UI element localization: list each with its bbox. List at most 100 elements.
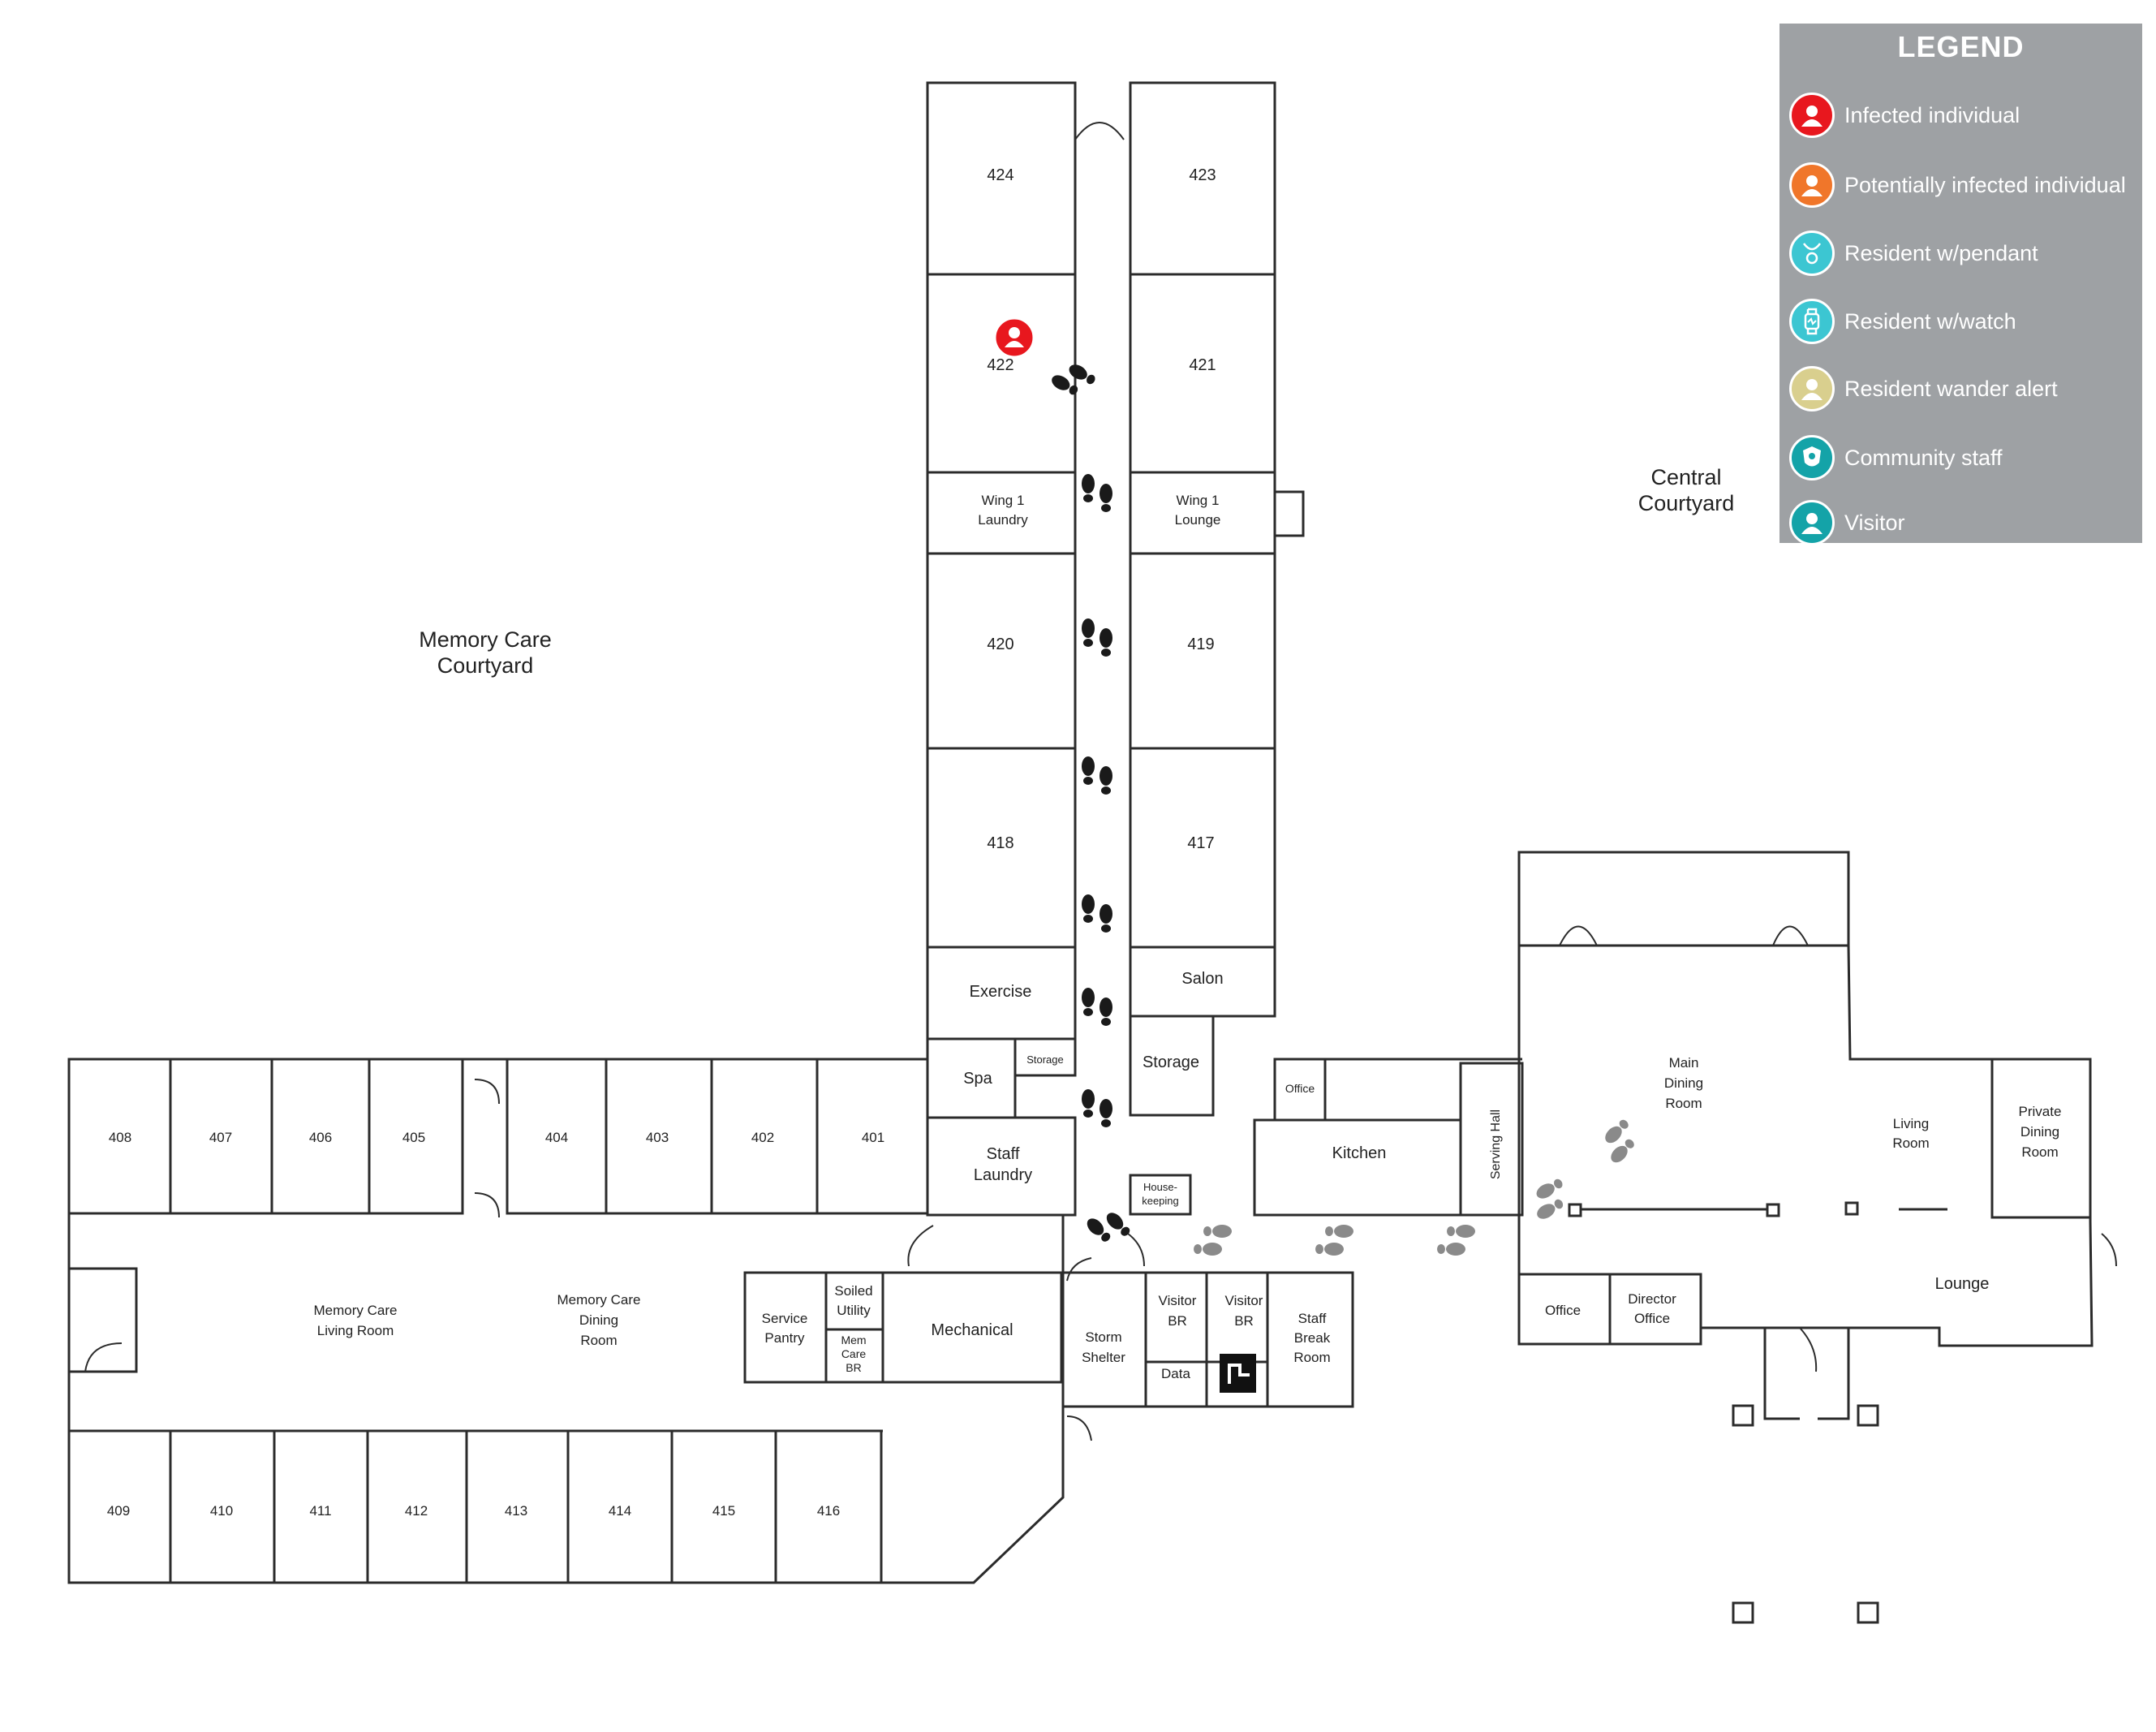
room-413[interactable] xyxy=(465,1429,570,1584)
room-housekeeping[interactable] xyxy=(1129,1174,1192,1216)
room-410[interactable] xyxy=(169,1429,276,1584)
room-411[interactable] xyxy=(273,1429,369,1584)
room-director-office[interactable] xyxy=(1608,1273,1702,1346)
service-core xyxy=(1253,1058,1524,1217)
room-423[interactable] xyxy=(1129,81,1276,276)
room-405[interactable] xyxy=(368,1058,464,1215)
room-staff-break[interactable] xyxy=(1266,1271,1354,1408)
room-office[interactable] xyxy=(1517,1273,1612,1346)
room-storage-small[interactable] xyxy=(1013,1037,1077,1077)
label-410: 410 xyxy=(210,1503,233,1519)
room-407[interactable] xyxy=(169,1058,273,1215)
elevator-icon xyxy=(1220,1354,1256,1393)
room-424[interactable] xyxy=(926,81,1077,276)
label-private-dining-3: Room xyxy=(2021,1144,2058,1160)
label-418: 418 xyxy=(987,834,1013,852)
label-404: 404 xyxy=(545,1130,568,1145)
person-icon xyxy=(1789,93,1835,138)
room-serving-hall[interactable] xyxy=(1459,1062,1524,1217)
east-wing xyxy=(1517,851,2117,1624)
legend-item-label: Potentially infected individual xyxy=(1844,172,2126,197)
watch-icon xyxy=(1789,299,1835,344)
label-visitor-br-1b: BR xyxy=(1168,1313,1187,1329)
room-wing1-lounge[interactable] xyxy=(1129,471,1276,555)
room-416[interactable] xyxy=(774,1429,883,1584)
legend-item: Visitor xyxy=(1789,500,1905,545)
footprint-icon xyxy=(1052,364,1095,395)
room-409[interactable] xyxy=(67,1429,172,1584)
pendant-icon xyxy=(1789,231,1835,276)
label-service-pantry-2: Pantry xyxy=(764,1330,805,1346)
memory-care-courtyard-label-1: Memory Care xyxy=(419,627,552,652)
room-412[interactable] xyxy=(366,1429,468,1584)
footprint-icon xyxy=(1605,1119,1634,1163)
label-419: 419 xyxy=(1187,635,1214,653)
label-main-dining-3: Room xyxy=(1665,1096,1702,1111)
room-401[interactable] xyxy=(815,1058,929,1215)
room-404[interactable] xyxy=(506,1058,608,1215)
room-422[interactable] xyxy=(926,273,1077,474)
north-door[interactable] xyxy=(1074,122,1125,140)
label-407: 407 xyxy=(209,1130,232,1145)
room-private-dining[interactable] xyxy=(1990,1058,2092,1219)
label-visitor-br-1a: Visitor xyxy=(1159,1293,1197,1308)
room-415[interactable] xyxy=(670,1429,777,1584)
label-storm-shelter-1: Storm xyxy=(1085,1329,1121,1345)
label-403: 403 xyxy=(646,1130,669,1145)
room-408[interactable] xyxy=(67,1058,172,1215)
room-419[interactable] xyxy=(1129,552,1276,750)
room-storm-shelter[interactable] xyxy=(1061,1271,1147,1408)
label-salon: Salon xyxy=(1181,970,1223,988)
wing1-lounge-alcove xyxy=(1273,490,1305,537)
legend-item-label: Community staff xyxy=(1844,445,2003,470)
label-spa: Spa xyxy=(963,1070,992,1088)
room-421[interactable] xyxy=(1129,273,1276,474)
label-lounge: Lounge xyxy=(1935,1275,1990,1293)
label-director-office-2: Office xyxy=(1634,1311,1670,1326)
footprint-icon xyxy=(1087,1213,1130,1242)
infected-individual-marker[interactable] xyxy=(993,317,1035,359)
label-mem-care-br-2: Care xyxy=(841,1347,867,1360)
legend-item: Community staff xyxy=(1789,435,2003,480)
room-406[interactable] xyxy=(270,1058,371,1215)
memory-care-courtyard-label-2: Courtyard xyxy=(437,653,534,678)
room-storage[interactable] xyxy=(1129,1015,1215,1117)
footprint-icon xyxy=(1194,1225,1232,1256)
room-403[interactable] xyxy=(605,1058,713,1215)
room-data[interactable] xyxy=(1144,1360,1208,1408)
label-staff-break-3: Room xyxy=(1293,1350,1330,1365)
label-421: 421 xyxy=(1189,356,1216,374)
label-402: 402 xyxy=(751,1130,774,1145)
room-visitor-br-1[interactable] xyxy=(1144,1271,1208,1364)
west-wing xyxy=(67,1058,1065,1584)
room-417[interactable] xyxy=(1129,747,1276,949)
label-405: 405 xyxy=(402,1130,425,1145)
room-kitchen[interactable] xyxy=(1253,1118,1487,1217)
person-icon xyxy=(1789,366,1835,411)
room-exercise[interactable] xyxy=(926,946,1077,1040)
room-labels: Memory Care Courtyard Central Courtyard … xyxy=(107,166,2062,1519)
label-414: 414 xyxy=(609,1503,631,1519)
legend-title: LEGEND xyxy=(1897,30,2025,63)
room-visitor-br-2[interactable] xyxy=(1205,1271,1269,1364)
central-courtyard-label-2: Courtyard xyxy=(1638,491,1735,515)
label-visitor-br-2b: BR xyxy=(1234,1313,1254,1329)
legend-item-label: Resident w/watch xyxy=(1844,308,2016,334)
central-courtyard-label-1: Central xyxy=(1650,465,1721,489)
label-service-pantry-1: Service xyxy=(762,1311,808,1326)
footprint-trail xyxy=(1052,364,1634,1256)
room-soiled-utility[interactable] xyxy=(824,1271,884,1331)
room-salon[interactable] xyxy=(1129,946,1276,1018)
label-mc-dining-1: Memory Care xyxy=(557,1292,641,1308)
footprint-icon xyxy=(1437,1225,1475,1256)
room-service-pantry[interactable] xyxy=(743,1271,828,1384)
elevator-glyph xyxy=(1228,1364,1250,1384)
legend-item: Resident w/watch xyxy=(1789,299,2016,344)
label-exercise: Exercise xyxy=(970,983,1032,1001)
room-mechanical[interactable] xyxy=(881,1271,1063,1384)
label-office-kitchen: Office xyxy=(1285,1082,1315,1095)
label-416: 416 xyxy=(817,1503,840,1519)
label-soiled-utility-2: Utility xyxy=(837,1303,871,1318)
label-413: 413 xyxy=(505,1503,527,1519)
